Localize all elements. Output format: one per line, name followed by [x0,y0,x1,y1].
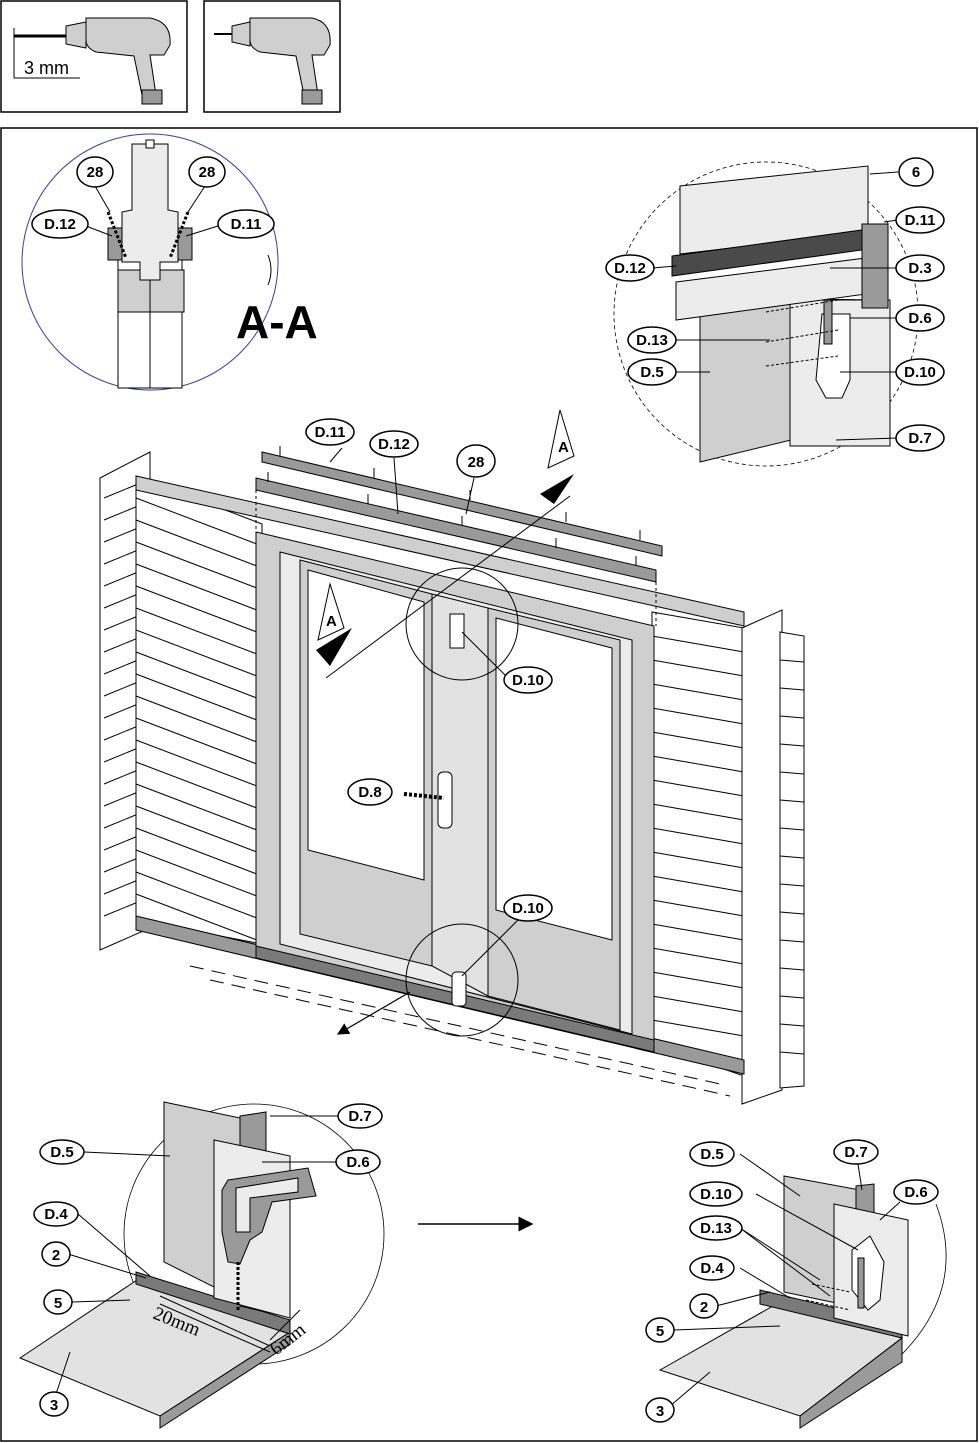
section-arrow-label-lower: A [326,613,337,630]
svg-text:5: 5 [54,1295,62,1312]
svg-text:D.12: D.12 [378,436,410,453]
svg-text:D.10: D.10 [512,672,544,689]
svg-text:3: 3 [50,1397,58,1414]
svg-text:D.5: D.5 [700,1146,723,1163]
label-d4-bl: D.4 [33,1201,79,1227]
label-d13-detail: D.13 [627,326,677,354]
label-d7-bl: D.7 [337,1103,383,1129]
label-d10-top: D.10 [503,666,553,694]
label-5-bl: 5 [43,1289,73,1315]
svg-text:2: 2 [700,1299,708,1316]
label-d10-br: D.10 [689,1181,743,1207]
label-d10-detail: D.10 [895,358,945,386]
svg-text:D.11: D.11 [905,212,936,229]
drill-measurement: 3 mm [24,58,69,78]
svg-text:D.11: D.11 [231,216,262,233]
svg-text:D.7: D.7 [348,1108,371,1125]
detail-circle-bottom [405,923,519,1037]
label-d11-main: D.11 [305,418,355,446]
bottom-right-detail [658,1153,947,1429]
label-6: 6 [898,157,934,187]
svg-text:28: 28 [468,454,485,471]
ground-dashes [189,965,731,1097]
svg-text:D.11: D.11 [315,424,346,441]
detail-circle-top [405,567,519,681]
label-d7-detail: D.7 [895,424,945,452]
svg-text:D.12: D.12 [614,260,646,277]
bottom-left-detail [18,1101,385,1429]
svg-text:D.7: D.7 [844,1144,867,1161]
svg-text:D.5: D.5 [50,1144,73,1161]
label-28-main: 28 [456,444,496,478]
label-d3: D.3 [895,254,945,282]
svg-text:28: 28 [199,164,216,181]
label-3-bl: 3 [39,1391,69,1417]
label-d6-bl: D.6 [335,1149,381,1175]
main-frame [0,127,978,1442]
svg-text:3: 3 [656,1403,664,1420]
svg-text:D.10: D.10 [700,1186,732,1203]
label-d7-br: D.7 [833,1139,879,1165]
svg-text:D.6: D.6 [908,310,931,327]
svg-text:D.5: D.5 [640,364,663,381]
section-arrow-label: A [558,439,569,456]
label-d12-main: D.12 [369,430,419,458]
section-line: A A [316,409,575,679]
svg-text:D.7: D.7 [908,430,931,447]
label-28-left: 28 [76,156,114,188]
svg-text:D.13: D.13 [636,332,668,349]
svg-text:2: 2 [52,1247,60,1264]
label-d10-bottom: D.10 [503,894,553,922]
trim-boards [255,446,663,626]
svg-text:D.4: D.4 [44,1206,68,1223]
svg-text:28: 28 [87,164,104,181]
svg-text:D.12: D.12 [44,216,76,233]
label-d12-section: D.12 [31,209,89,239]
section-aa-detail [21,133,279,391]
svg-text:D.8: D.8 [358,784,381,801]
label-d8: D.8 [347,778,393,806]
drill-bit-icon [13,17,171,105]
label-d6-br: D.6 [893,1179,939,1205]
svg-text:D.10: D.10 [904,364,936,381]
svg-text:6: 6 [912,164,920,181]
svg-text:D.6: D.6 [346,1154,369,1171]
drill-with-bit-panel: 3 mm [0,0,188,113]
label-d5-detail: D.5 [627,358,677,386]
label-d11-detail: D.11 [895,206,945,234]
svg-text:D.3: D.3 [908,260,931,277]
label-d12-detail: D.12 [605,254,655,282]
svg-text:5: 5 [656,1323,664,1340]
label-2-bl: 2 [41,1241,71,1267]
label-d5-br: D.5 [689,1141,735,1167]
label-28-right: 28 [188,156,226,188]
svg-text:D.6: D.6 [904,1184,927,1201]
label-d13-br: D.13 [689,1215,743,1241]
label-5-br: 5 [645,1317,675,1343]
svg-text:D.13: D.13 [700,1220,732,1237]
label-3-br: 3 [645,1397,675,1423]
label-2-br: 2 [689,1293,719,1319]
drill-panel [203,0,341,113]
door-frame [255,531,655,1053]
label-d4-br: D.4 [689,1255,735,1281]
svg-text:D.4: D.4 [700,1260,724,1277]
drill-icon [214,17,331,105]
top-right-detail [613,161,919,467]
direction-arrow [336,991,411,1035]
label-d5-bl: D.5 [39,1139,85,1165]
svg-text:D.10: D.10 [512,900,544,917]
section-title: A-A [236,296,318,348]
label-d11-section: D.11 [217,209,275,239]
label-d6-detail: D.6 [895,304,945,332]
